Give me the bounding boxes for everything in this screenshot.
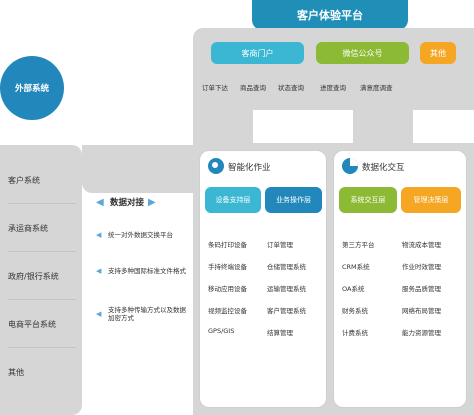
smart-ops-tab-business[interactable]: 业务操作层 <box>265 187 322 213</box>
arrow-icon: ◀ <box>96 231 102 239</box>
double-arrow-icon-right: ▶ <box>148 197 156 208</box>
portal-button-customer[interactable]: 客商门户 <box>211 42 304 64</box>
external-item-gov-bank: 政府/银行系统 <box>8 272 59 281</box>
portal-button-wechat[interactable]: 微信公众号 <box>316 42 409 64</box>
bridge-label: 数据对接 <box>110 198 145 208</box>
data-interact-tab-system[interactable]: 系统交互层 <box>339 187 397 213</box>
arrow-icon: ◀ <box>96 310 102 318</box>
list-item: 计费系统 <box>342 329 368 337</box>
list-item: CRM系统 <box>342 263 370 271</box>
portal-function: 状态查询 <box>278 84 304 92</box>
platform-title: 客户体验平台 <box>252 0 408 30</box>
list-item: 客户管理系统 <box>267 307 306 315</box>
double-arrow-icon-left: ◀ <box>96 197 104 208</box>
list-item: 能力资源管理 <box>402 329 441 337</box>
list-item: 订单管理 <box>267 241 293 249</box>
list-item: 手持终端设备 <box>208 263 247 271</box>
external-item-other: 其他 <box>8 368 24 377</box>
tab-label: 管理决策层 <box>413 196 449 204</box>
pie-chart-icon <box>342 158 358 174</box>
platform-title-text: 客户体验平台 <box>297 9 363 22</box>
external-separator <box>8 347 76 348</box>
bridge-note: 统一对外数据交换平台 <box>108 231 173 239</box>
external-item-carrier: 承运商系统 <box>8 224 48 233</box>
list-item: 财务系统 <box>342 307 368 315</box>
portal-function: 进度查询 <box>320 84 346 92</box>
portal-button-label: 其他 <box>430 48 446 58</box>
portal-function: 订单下达 <box>202 84 228 92</box>
connector-bridge <box>82 145 194 193</box>
tab-label: 系统交互层 <box>350 196 386 204</box>
list-item: OA系统 <box>342 285 365 293</box>
portal-button-label: 客商门户 <box>241 48 274 58</box>
list-item: 条码打印设备 <box>208 241 247 249</box>
bridge-note: 支持多种传输方式以及数据加密方式 <box>108 306 186 322</box>
portal-button-label: 微信公众号 <box>342 48 383 58</box>
list-item: 作业时效管理 <box>402 263 441 271</box>
external-item-customer: 客户系统 <box>8 176 40 185</box>
list-item: 仓储管理系统 <box>267 263 306 271</box>
list-item: 移动应用设备 <box>208 285 247 293</box>
list-item: 服务品质管理 <box>402 285 441 293</box>
external-separator <box>8 203 76 204</box>
data-interact-card: 数据化交互 系统交互层 管理决策层 第三方平台 CRM系统 OA系统 财务系统 … <box>333 150 467 408</box>
tab-label: 业务操作层 <box>276 196 311 204</box>
list-item: 物流成本管理 <box>402 241 441 249</box>
list-item: 网络布局管理 <box>402 307 441 315</box>
external-list-panel: 客户系统 承运商系统 政府/银行系统 电商平台系统 其他 <box>0 145 82 415</box>
tab-label: 设备支持层 <box>215 196 251 204</box>
external-system-label: 外部系统 <box>14 84 49 94</box>
list-item: 第三方平台 <box>342 241 375 249</box>
portal-function: 商品查询 <box>240 84 266 92</box>
external-separator <box>8 251 76 252</box>
portal-panel <box>193 28 474 110</box>
arrow-icon: ◀ <box>96 267 102 275</box>
portal-button-other[interactable]: 其他 <box>420 42 456 64</box>
smart-ops-card: 智能化作业 设备支持层 业务操作层 条码打印设备 手持终端设备 移动应用设备 视… <box>199 150 327 408</box>
external-system-circle: 外部系统 <box>0 56 64 120</box>
portal-function: 满意度调查 <box>360 84 393 92</box>
smart-ops-tab-device[interactable]: 设备支持层 <box>205 187 261 213</box>
list-item: 结算管理 <box>267 329 293 337</box>
data-interact-title: 数据化交互 <box>362 163 405 173</box>
external-item-ecommerce: 电商平台系统 <box>8 320 56 329</box>
list-item: 视频监控设备 <box>208 307 247 315</box>
external-separator <box>8 299 76 300</box>
list-item: 运输管理系统 <box>267 285 306 293</box>
bridge-note: 支持多种国际标准文件格式 <box>108 267 186 275</box>
connector-right-vertical <box>353 100 413 145</box>
data-interact-tab-management[interactable]: 管理决策层 <box>401 187 461 213</box>
list-item: GPS/GIS <box>208 327 235 335</box>
smart-ops-title: 智能化作业 <box>228 163 271 173</box>
brain-head-icon <box>208 158 224 174</box>
